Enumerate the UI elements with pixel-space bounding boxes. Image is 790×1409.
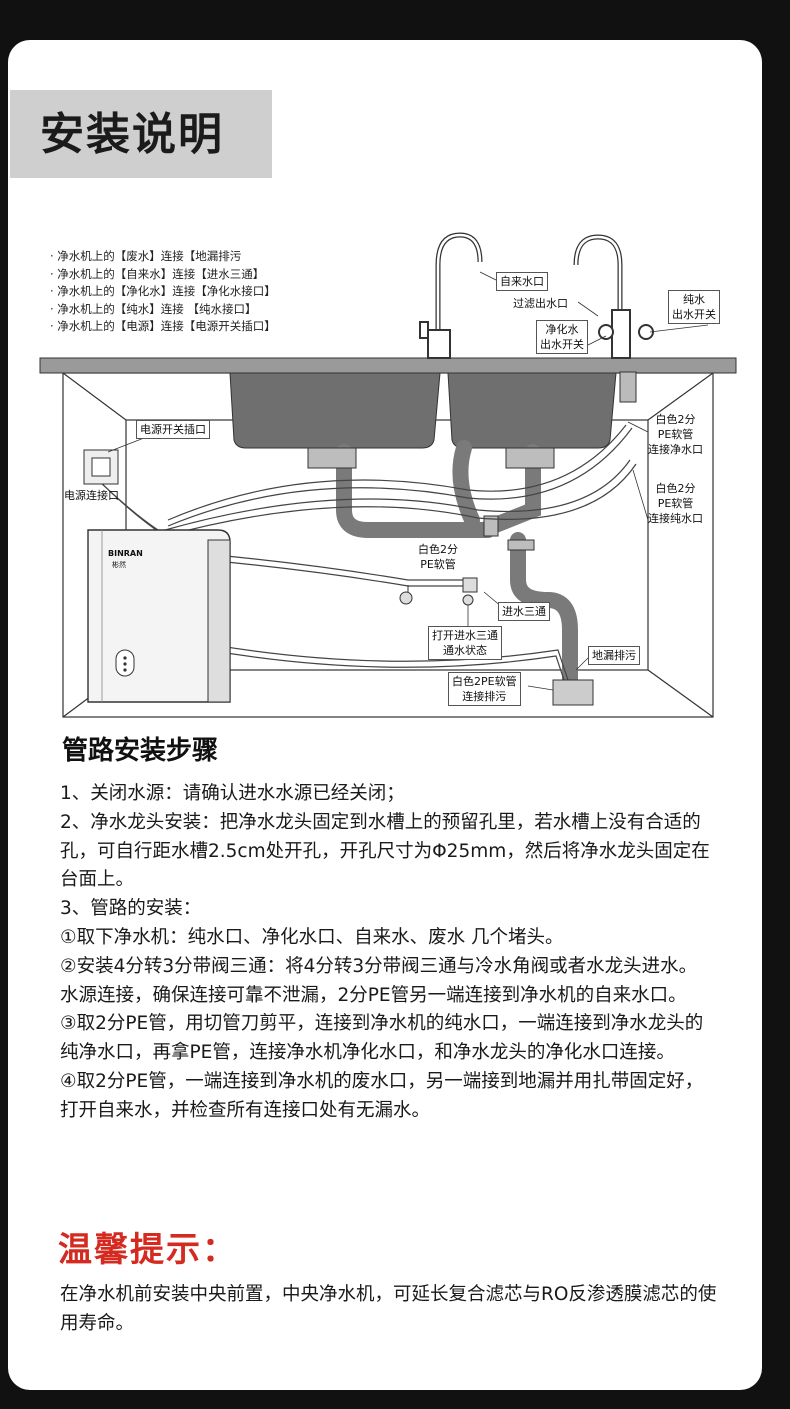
label-pe-to-purified: 白色2分 PE软管 连接净水口 [648, 412, 703, 457]
label-line: PE软管 [420, 558, 456, 571]
label-line: 白色2分 [418, 543, 458, 556]
floor-drain [552, 679, 594, 706]
label-inlet-tee: 进水三通 [498, 602, 550, 621]
step-paragraph: ②安装4分转3分带阀三通：将4分转3分带阀三通与冷水角阀或者水龙头进水。水源连接… [60, 955, 698, 1006]
label-line: 连接排污 [462, 690, 507, 703]
note-item: · 净水机上的【电源】连接【电源开关插口】 [50, 319, 276, 333]
label-power-socket: 电源开关插口 [136, 420, 210, 439]
label-pe-drain: 白色2PE软管 连接排污 [448, 672, 521, 706]
connection-notes: · 净水机上的【废水】连接【地漏排污 · 净水机上的【自来水】连接【进水三通】 … [50, 248, 276, 336]
step-paragraph: 3、管路的安装： [60, 898, 202, 920]
label-tap-water-outlet: 自来水口 [496, 272, 548, 291]
water-purifier-unit [87, 529, 231, 703]
note-item: · 净水机上的【净化水】连接【净化水接口】 [50, 284, 276, 298]
label-pe-inlet: 白色2分 PE软管 [418, 542, 458, 572]
label-line: 通水状态 [443, 644, 487, 657]
label-line: 连接纯水口 [648, 512, 703, 525]
brand-sub: 彬然 [112, 561, 126, 569]
label-line: 出水开关 [672, 308, 716, 321]
note-item: · 净水机上的【废水】连接【地漏排污 [50, 249, 242, 263]
label-line: 净化水 [545, 323, 579, 336]
label-line: PE软管 [657, 428, 694, 441]
faucets [419, 232, 654, 359]
label-power-port: 电源连接口 [64, 489, 119, 502]
note-item: · 净水机上的【纯水】连接 【纯水接口】 [50, 301, 257, 316]
label-line: 打开进水三通 [432, 629, 498, 642]
label-pe-to-pure: 白色2分 PE软管 连接纯水口 [648, 481, 703, 526]
step-paragraph: ④取2分PE管，一端连接到净水机的废水口，另一端接到地漏并用扎带固定好，打开自来… [60, 1070, 704, 1121]
label-line: 连接净水口 [648, 443, 703, 456]
tip-text: 在净水机前安装中央前置，中央净水机，可延长复合滤芯与RO反渗透膜滤芯的使用寿命。 [60, 1284, 717, 1334]
page-title: 安装说明 [40, 109, 224, 160]
note-item: · 净水机上的【自来水】连接【进水三通】 [50, 266, 265, 281]
countertop [39, 357, 737, 374]
label-line: 纯水 [683, 293, 705, 306]
step-paragraph: ①取下净水机：纯水口、净化水口、自来水、废水 几个堵头。 [60, 926, 564, 948]
brand-name: BINRAN [108, 549, 143, 558]
installation-diagram [39, 232, 737, 718]
label-pure-water-switch: 纯水 出水开关 [668, 290, 720, 324]
label-line: 白色2分 [655, 413, 696, 426]
step-paragraph: 2、净水龙头安装：把净水龙头固定到水槽上的预留孔里，若水槽上没有合适的孔，可自行… [60, 811, 710, 891]
step-paragraph: 1、关闭水源：请确认进水水源已经关闭； [60, 783, 405, 804]
label-floor-drain: 地漏排污 [588, 646, 640, 665]
label-filtered-outlet: 过滤出水口 [513, 297, 568, 310]
header-band [10, 90, 272, 178]
tip-title: 温馨提示： [58, 1230, 238, 1270]
label-line: 白色2分 [655, 482, 696, 495]
label-open-tee: 打开进水三通 通水状态 [428, 626, 502, 660]
label-line: PE软管 [657, 497, 694, 510]
label-line: 白色2PE软管 [452, 675, 517, 688]
instruction-card: 安装说明 [8, 40, 762, 1390]
drain-pipes [336, 440, 578, 698]
label-line: 出水开关 [540, 338, 584, 351]
steps-list: 1、关闭水源：请确认进水水源已经关闭； 2、净水龙头安装：把净水龙头固定到水槽上… [60, 780, 710, 1126]
label-purified-water-switch: 净化水 出水开关 [536, 320, 588, 354]
sink-basins [229, 372, 617, 449]
step-paragraph: ③取2分PE管，用切管刀剪平，连接到净水机的纯水口，一端连接到净水龙头的纯净水口… [60, 1013, 704, 1064]
steps-title: 管路安装步骤 [62, 736, 219, 766]
